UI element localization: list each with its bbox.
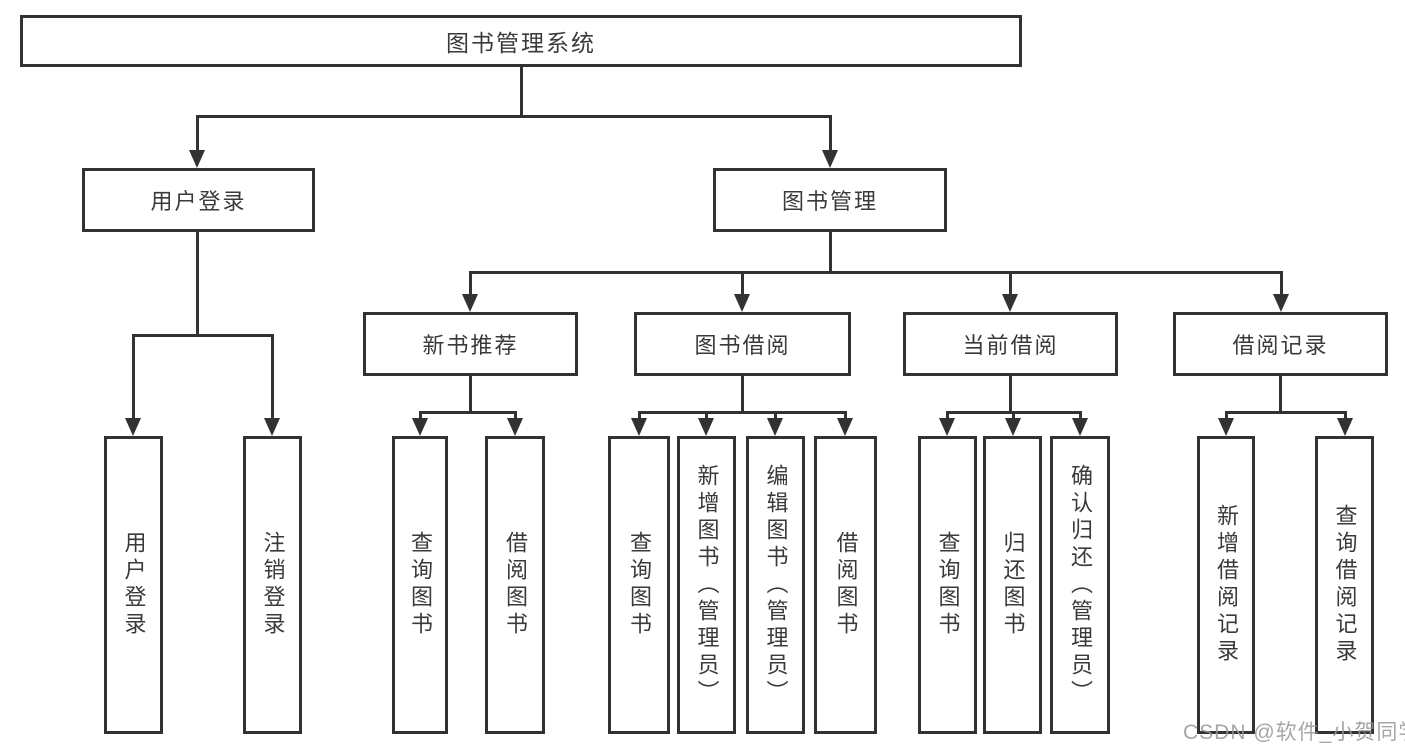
arrowhead-down [1273, 294, 1289, 312]
leaf-query-books-current: 查询图书 [918, 436, 977, 734]
arrowhead-down [125, 418, 141, 436]
arrowhead-down [1002, 294, 1018, 312]
connector-line [419, 411, 422, 419]
leaf-edit-book-admin: 编辑图书（管理员） [746, 436, 805, 734]
arrowhead-down [462, 294, 478, 312]
leaf-borrow-books-recommend: 借阅图书 [485, 436, 545, 734]
arrowhead-down [1005, 418, 1021, 436]
arrowhead-down [412, 418, 428, 436]
node-book-management: 图书管理 [713, 168, 947, 232]
arrowhead-down [767, 418, 783, 436]
connector-line [469, 376, 472, 414]
connector-line [829, 232, 832, 273]
connector-line [271, 334, 274, 419]
connector-line [1279, 376, 1282, 414]
arrowhead-down [264, 418, 280, 436]
node-new-book-recommend: 新书推荐 [363, 312, 578, 376]
connector-line [741, 271, 744, 296]
leaf-query-borrow-record: 查询借阅记录 [1315, 436, 1374, 734]
arrowhead-down [939, 418, 955, 436]
arrowhead-down [631, 418, 647, 436]
connector-line [196, 115, 199, 152]
connector-line [132, 334, 135, 419]
arrowhead-down [822, 150, 838, 168]
leaf-logout: 注销登录 [243, 436, 302, 734]
leaf-confirm-return-admin: 确认归还（管理员） [1050, 436, 1110, 734]
connector-line [1012, 411, 1015, 419]
arrowhead-down [1072, 418, 1088, 436]
leaf-borrow-books: 借阅图书 [814, 436, 877, 734]
watermark: CSDN @软件_小贺同学 [1183, 721, 1405, 744]
node-borrow-records: 借阅记录 [1173, 312, 1388, 376]
leaf-return-books: 归还图书 [983, 436, 1042, 734]
connector-line [469, 271, 1282, 274]
connector-line [1009, 271, 1012, 296]
connector-line [1079, 411, 1082, 419]
node-root-library-system: 图书管理系统 [20, 15, 1022, 67]
connector-line [1009, 376, 1012, 414]
connector-line [705, 411, 708, 419]
connector-line [1225, 411, 1346, 414]
arrowhead-down [507, 418, 523, 436]
connector-line [638, 411, 641, 419]
connector-line [946, 411, 949, 419]
connector-line [469, 271, 472, 296]
connector-line [514, 411, 517, 419]
arrowhead-down [1337, 418, 1353, 436]
connector-line [419, 411, 517, 414]
connector-line [844, 411, 847, 419]
connector-line [741, 376, 744, 414]
connector-line [829, 115, 832, 152]
arrowhead-down [1218, 418, 1234, 436]
arrowhead-down [837, 418, 853, 436]
connector-line [774, 411, 777, 419]
connector-line [132, 334, 273, 337]
arrowhead-down [698, 418, 714, 436]
connector-line [1344, 411, 1347, 419]
connector-line [196, 232, 199, 337]
connector-line [638, 411, 847, 414]
arrowhead-down [189, 150, 205, 168]
leaf-query-books-borrow: 查询图书 [608, 436, 670, 734]
connector-line [196, 115, 832, 118]
connector-line [520, 67, 523, 118]
leaf-query-books-recommend: 查询图书 [392, 436, 448, 734]
arrowhead-down [734, 294, 750, 312]
node-book-borrow: 图书借阅 [634, 312, 851, 376]
leaf-add-borrow-record: 新增借阅记录 [1197, 436, 1255, 734]
connector-line [1280, 271, 1283, 296]
leaf-user-login: 用户登录 [104, 436, 163, 734]
node-current-borrow: 当前借阅 [903, 312, 1118, 376]
node-user-login: 用户登录 [82, 168, 315, 232]
leaf-add-book-admin: 新增图书（管理员） [677, 436, 736, 734]
connector-line [1225, 411, 1228, 419]
